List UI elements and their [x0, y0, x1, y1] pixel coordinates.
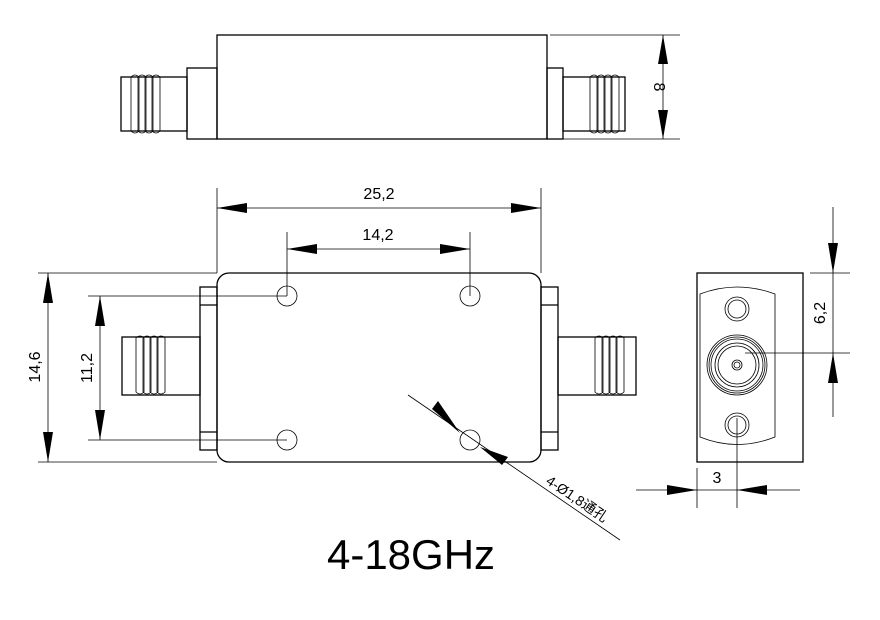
body-front: [216, 272, 542, 463]
left-flange-top: [186, 67, 218, 140]
top-view: 8: [120, 34, 680, 140]
left-connector: [121, 336, 201, 396]
right-thread-icon: [589, 74, 620, 134]
right-connector: [557, 336, 637, 396]
left-flange: [199, 286, 218, 451]
hole-note: 4-Ø1,8通孔: [543, 472, 611, 525]
connector-flange: [699, 286, 776, 445]
frequency-title: 4-18GHz: [327, 531, 495, 578]
dim-overall-length: 25,2: [363, 186, 394, 203]
body-side: [696, 272, 804, 463]
dim-connector-offset: 3: [713, 470, 722, 487]
dim-overall-width: 14,6: [27, 351, 44, 382]
right-flange-top: [546, 67, 564, 140]
dim-height-top: 8: [650, 83, 667, 92]
right-flange: [540, 286, 559, 451]
side-view: 6,2 3: [636, 207, 850, 508]
left-connector-thread-icon: [135, 335, 166, 395]
dim-hole-spacing-x: 14,2: [362, 227, 393, 244]
body-top: [216, 34, 548, 140]
dim-hole-spacing-y: 11,2: [79, 353, 96, 383]
mount-hole: [459, 429, 481, 451]
right-connector-top: [562, 76, 626, 132]
dim-connector-height: 6,2: [812, 302, 829, 324]
left-thread-icon: [130, 74, 161, 134]
left-connector-top: [120, 76, 188, 132]
right-connector-thread-icon: [594, 335, 625, 395]
front-view: 25,2 14,2 14,6 11,2 4-Ø1,8通孔: [27, 186, 637, 541]
